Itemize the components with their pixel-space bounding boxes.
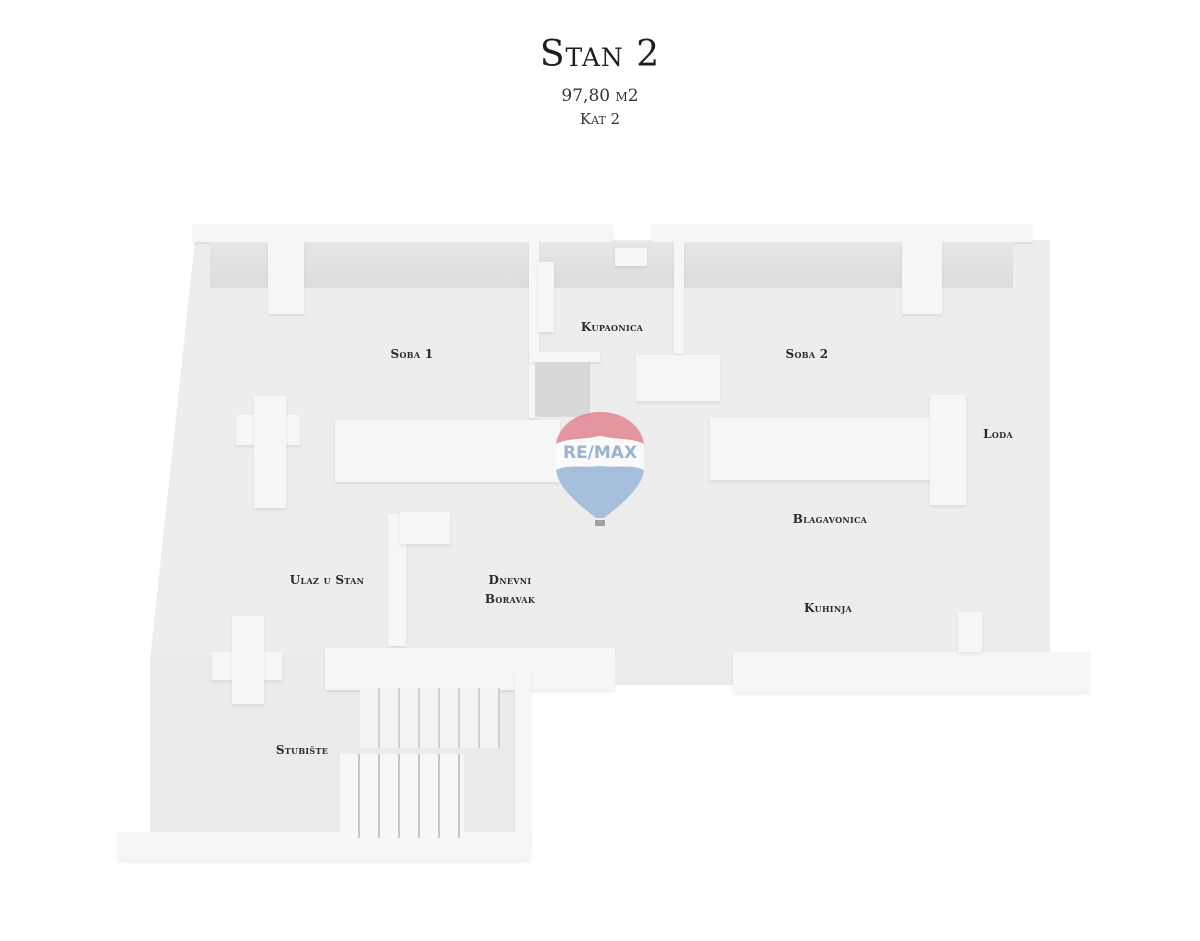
closet: [535, 362, 590, 417]
room-label-ulaz-u-stan: Ulaz u Stan: [289, 573, 365, 587]
pier-soba2: [902, 242, 942, 314]
apartment-floor: Kat 2: [579, 110, 621, 128]
room-label-soba-2: Soba 2: [785, 347, 829, 361]
wall-bath-left: [529, 242, 539, 418]
window-notch: [615, 248, 647, 266]
wall-mid-left: [335, 420, 560, 482]
column-cross-upper-v: [254, 396, 286, 508]
wall-bath-pier: [538, 262, 554, 332]
wall-mid-right: [710, 418, 940, 480]
wall-face-top-left: [210, 242, 530, 288]
wall-bath-bottom: [530, 352, 600, 362]
room-label-blagavonica: Blagavonica: [792, 512, 868, 526]
pier-soba1: [268, 242, 304, 314]
wall-living-h: [400, 512, 450, 544]
wall-soba2-door: [636, 355, 720, 401]
wall-bath-right: [674, 242, 684, 354]
room-label-stubiste: Stubište: [275, 743, 329, 757]
wall-stair-right: [515, 672, 531, 847]
wall-top-right: [652, 224, 1032, 242]
wall-bottom-right: [733, 652, 1089, 692]
apartment-area: 97,80 m2: [561, 86, 639, 106]
stairs: [340, 688, 500, 838]
wall-face-top-bath: [540, 242, 675, 288]
wall-face-top-right: [683, 242, 1013, 288]
wall-bottom-window: [615, 655, 733, 685]
column-cross-lower-v: [232, 616, 264, 704]
room-label-kuhinja: Kuhinja: [803, 601, 853, 615]
remax-text: RE/MAX: [563, 443, 637, 463]
remax-balloon-logo-icon: RE/MAX: [556, 412, 644, 526]
room-label-soba-1: Soba 1: [390, 347, 434, 361]
apartment-title: Stan 2: [539, 34, 661, 75]
room-label-dnevni-boravak: Dnevni Boravak: [484, 573, 536, 606]
pier-kitchen: [958, 612, 982, 652]
wall-bottom-left: [325, 648, 615, 690]
wall-living-v: [388, 514, 406, 646]
wall-top-left: [193, 224, 613, 242]
room-label-kupaonica: Kupaonica: [580, 320, 644, 334]
room-label-loda: Loda: [983, 427, 1013, 441]
wall-loda: [930, 395, 966, 505]
